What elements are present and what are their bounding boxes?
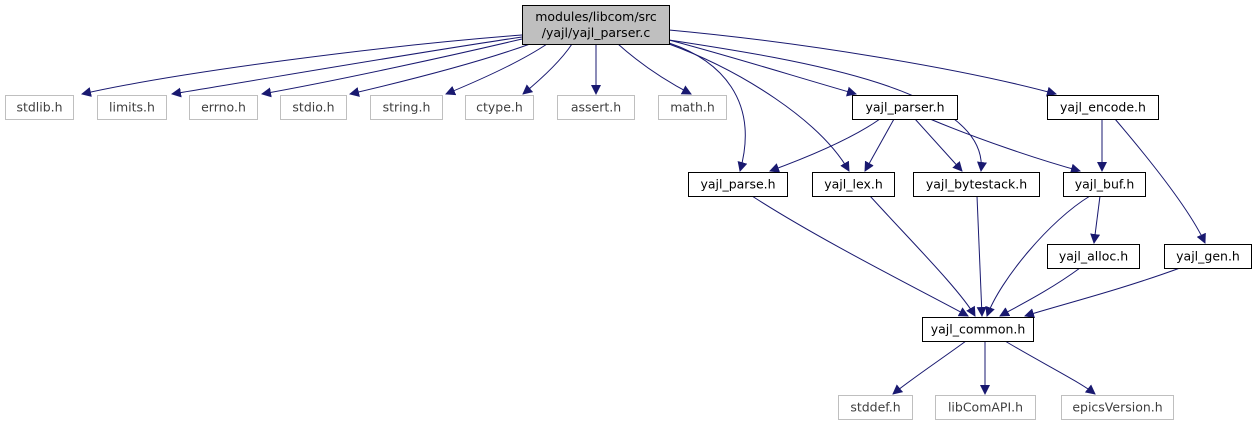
node-libComAPI: libComAPI.h: [935, 395, 1036, 420]
node-label: yajl_bytestack.h: [926, 177, 1027, 192]
edge-yajl-gen-h-to-yajl-common-h: [1024, 267, 1181, 319]
node-label: stdio.h: [292, 100, 334, 115]
edge-root-to-errno: [261, 38, 523, 98]
node-label: ctype.h: [476, 100, 523, 115]
node-label: yajl_common.h: [931, 322, 1026, 337]
edge-root-to-stdlib: [81, 34, 523, 97]
node-label: stdlib.h: [16, 100, 62, 115]
edge-root-to-yajl-encode-h: [668, 29, 1057, 97]
node-label: libComAPI.h: [948, 400, 1023, 415]
node-stddef: stddef.h: [838, 395, 913, 420]
edge-root-to-ctype: [522, 43, 573, 95]
node-label: yajl_parser.h: [865, 100, 944, 115]
node-box: [370, 95, 443, 120]
node-label: assert.h: [571, 100, 621, 115]
edge-yajl-bytestack-h-to-yajl-common-h: [976, 195, 987, 317]
node-label: stddef.h: [850, 400, 900, 415]
edge-yajl-parser-h-to-yajl-bytestack-h: [914, 118, 963, 172]
node-math: math.h: [658, 95, 727, 120]
node-yajl-parse-h[interactable]: yajl_parse.h: [688, 172, 788, 197]
node-yajl-parser-h[interactable]: yajl_parser.h: [852, 95, 958, 120]
node-epicsVersion: epicsVersion.h: [1061, 395, 1174, 420]
node-limits: limits.h: [97, 95, 167, 120]
node-box: [913, 172, 1040, 197]
edge-yajl-alloc-h-to-yajl-common-h: [999, 267, 1081, 317]
node-label: yajl_encode.h: [1060, 100, 1146, 115]
node-box: [189, 95, 258, 120]
node-box: [935, 395, 1036, 420]
node-box: [838, 395, 913, 420]
node-box: [1047, 244, 1140, 269]
node-yajl-bytestack-h[interactable]: yajl_bytestack.h: [913, 172, 1040, 197]
node-box: [522, 5, 670, 45]
node-box: [1164, 244, 1252, 269]
edge-yajl-parse-h-to-yajl-common-h: [751, 195, 969, 317]
node-yajl-encode-h[interactable]: yajl_encode.h: [1047, 95, 1159, 120]
nodes-layer: modules/libcom/src/yajl/yajl_parser.cstd…: [5, 5, 1252, 420]
node-box: [658, 95, 727, 120]
node-ctype: ctype.h: [465, 95, 534, 120]
node-box: [688, 172, 788, 197]
edge-root-to-stdio: [349, 43, 531, 97]
node-yajl-common-h[interactable]: yajl_common.h: [922, 317, 1034, 342]
node-label: /yajl/yajl_parser.c: [542, 25, 651, 40]
node-yajl-gen-h[interactable]: yajl_gen.h: [1164, 244, 1252, 269]
edge-yajl-common-h-to-stddef: [892, 340, 967, 395]
edge-root-to-yajl-lex-h: [668, 43, 850, 172]
edge-root-to-yajl-parse-h: [668, 42, 748, 172]
node-label: yajl_lex.h: [824, 177, 883, 192]
edge-yajl-encode-h-to-yajl-gen-h: [1114, 118, 1206, 244]
edge-root-to-yajl-bytestack-h: [668, 39, 987, 172]
node-label: yajl_alloc.h: [1059, 249, 1128, 264]
edge-yajl-parser-h-to-yajl-parse-h: [769, 118, 881, 173]
edge-yajl-common-h-to-epicsVersion: [1004, 340, 1096, 395]
edge-yajl-parser-h-to-yajl-buf-h: [929, 118, 1081, 174]
node-box: [1061, 395, 1174, 420]
node-label: math.h: [670, 100, 715, 115]
node-box: [465, 95, 534, 120]
node-label: errno.h: [201, 100, 246, 115]
node-yajl-alloc-h[interactable]: yajl_alloc.h: [1047, 244, 1140, 269]
edge-root-to-math: [617, 43, 692, 95]
node-label: epicsVersion.h: [1072, 400, 1162, 415]
node-yajl-buf-h[interactable]: yajl_buf.h: [1063, 172, 1146, 197]
edge-root-to-string: [445, 43, 548, 96]
node-assert: assert.h: [557, 95, 635, 120]
node-box: [97, 95, 167, 120]
node-box: [557, 95, 635, 120]
node-errno: errno.h: [189, 95, 258, 120]
node-stdlib: stdlib.h: [5, 95, 74, 120]
node-box: [922, 317, 1034, 342]
node-root[interactable]: modules/libcom/src/yajl/yajl_parser.c: [522, 5, 670, 45]
node-box: [1047, 95, 1159, 120]
node-label: string.h: [383, 100, 431, 115]
node-box: [5, 95, 74, 120]
edge-root-to-yajl-parser-h: [668, 39, 857, 97]
node-yajl-lex-h[interactable]: yajl_lex.h: [812, 172, 895, 197]
node-box: [852, 95, 958, 120]
edge-yajl-parser-h-to-yajl-lex-h: [864, 118, 895, 172]
node-label: modules/libcom/src: [535, 9, 657, 24]
node-stdio: stdio.h: [280, 95, 347, 120]
node-box: [1063, 172, 1146, 197]
edges-layer: [81, 29, 1206, 395]
node-string: string.h: [370, 95, 443, 120]
node-label: yajl_buf.h: [1075, 177, 1135, 192]
node-label: yajl_parse.h: [700, 177, 775, 192]
edge-yajl-buf-h-to-yajl-common-h: [985, 195, 1091, 317]
edge-yajl-lex-h-to-yajl-common-h: [869, 195, 976, 317]
node-label: yajl_gen.h: [1176, 249, 1240, 264]
edge-root-to-limits: [171, 36, 523, 98]
edge-yajl-buf-h-to-yajl-alloc-h: [1090, 195, 1101, 244]
node-box: [280, 95, 347, 120]
node-label: limits.h: [109, 100, 155, 115]
node-box: [812, 172, 895, 197]
